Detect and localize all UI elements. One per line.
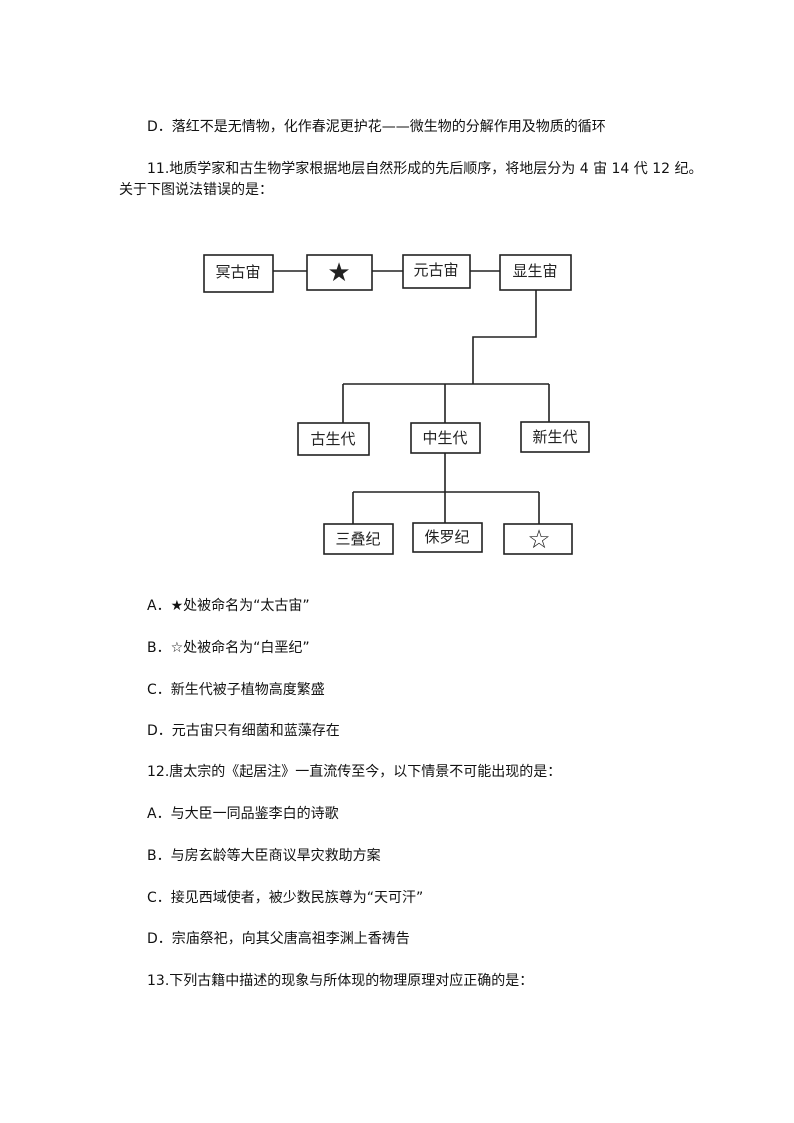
q12-option-d: D．宗庙祭祀，向其父唐高祖李渊上香祷告 bbox=[147, 931, 410, 947]
era-cenozoic-box: 新生代 bbox=[520, 421, 590, 453]
svg-text:新生代: 新生代 bbox=[532, 428, 577, 446]
q11-option-c: C．新生代被子植物高度繁盛 bbox=[147, 682, 325, 698]
filled-star-icon: ★ bbox=[327, 258, 350, 288]
q11-option-a: A．★处被命名为“太古宙” bbox=[147, 598, 310, 614]
svg-text:古生代: 古生代 bbox=[310, 430, 355, 448]
q11-stem-line2: 关于下图说法错误的是： bbox=[119, 182, 273, 198]
q12-option-c: C．接见西域使者，被少数民族尊为“天可汗” bbox=[147, 890, 424, 906]
hollow-star-icon: ☆ bbox=[527, 525, 550, 555]
eon-hadean-box: 冥古宙 bbox=[203, 254, 274, 293]
period-jurassic-box: 侏罗纪 bbox=[412, 522, 483, 553]
era-mesozoic-box: 中生代 bbox=[410, 422, 481, 454]
period-triassic-box: 三叠纪 bbox=[323, 523, 394, 555]
svg-text:显生宙: 显生宙 bbox=[512, 262, 557, 280]
svg-text:中生代: 中生代 bbox=[422, 429, 467, 447]
q12-stem: 12.唐太宗的《起居注》一直流传至今，以下情景不可能出现的是： bbox=[147, 764, 562, 780]
eon-phanerozoic-box: 显生宙 bbox=[499, 254, 572, 291]
svg-text:侏罗纪: 侏罗纪 bbox=[424, 528, 469, 546]
q13-stem: 13.下列古籍中描述的现象与所体现的物理原理对应正确的是： bbox=[147, 973, 534, 989]
era-paleozoic-box: 古生代 bbox=[297, 422, 370, 456]
svg-text:元古宙: 元古宙 bbox=[413, 261, 458, 279]
q12-option-b: B．与房玄龄等大臣商议旱灾救助方案 bbox=[147, 848, 381, 864]
q11-option-d: D．元古宙只有细菌和蓝藻存在 bbox=[147, 723, 340, 739]
q10-option-d: D．落红不是无情物，化作春泥更护花——微生物的分解作用及物质的循环 bbox=[147, 119, 606, 135]
connector-lines bbox=[273, 270, 550, 524]
period-star-box: ☆ bbox=[503, 523, 573, 555]
svg-text:冥古宙: 冥古宙 bbox=[215, 263, 260, 281]
q11-option-b: B．☆处被命名为“白垩纪” bbox=[147, 640, 310, 656]
eon-proterozoic-box: 元古宙 bbox=[402, 254, 471, 289]
q11-stem-line1: 11.地质学家和古生物学家根据地层自然形成的先后顺序，将地层分为 4 宙 14 … bbox=[147, 161, 703, 177]
eon-star-box: ★ bbox=[306, 254, 373, 291]
svg-text:三叠纪: 三叠纪 bbox=[335, 530, 380, 548]
q12-option-a: A．与大臣一同品鉴李白的诗歌 bbox=[147, 806, 339, 822]
